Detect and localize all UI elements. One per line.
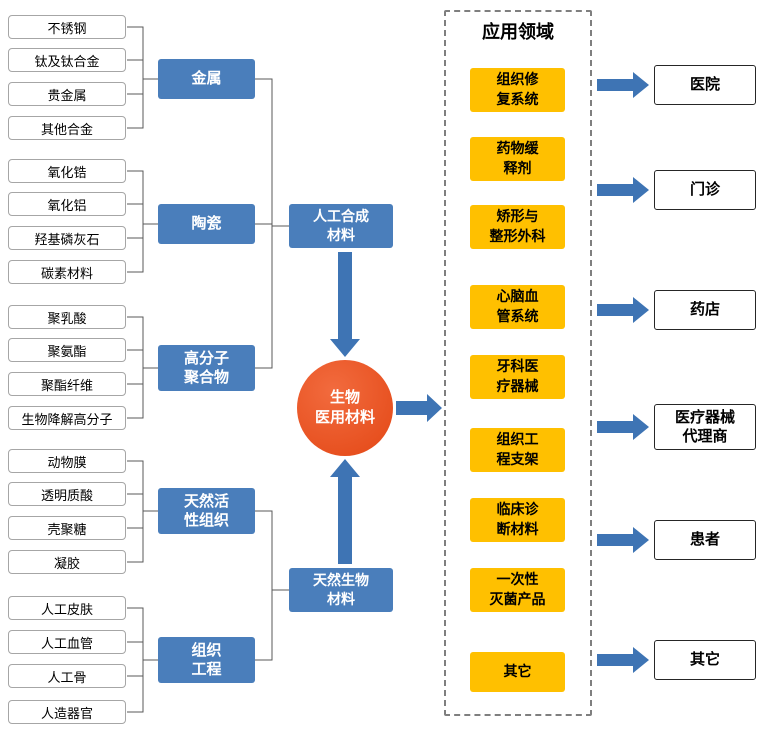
material-item: 其他合金: [8, 116, 126, 140]
application-item: 心脑血 管系统: [470, 285, 565, 329]
application-item: 牙科医 疗器械: [470, 355, 565, 399]
connector-metal-group: [127, 26, 158, 129]
connector-natural-tissue-group: [127, 460, 158, 563]
connector-to-synthetic-node: [255, 78, 289, 369]
arrow-down-synthetic-to-center-icon: [330, 252, 360, 357]
destination-hospital: 医院: [654, 65, 756, 105]
arrow-to-pharmacy-icon: [597, 297, 649, 323]
category-ceramic: 陶瓷: [158, 204, 255, 244]
category-polymer: 高分子 聚合物: [158, 345, 255, 391]
category-metal: 金属: [158, 59, 255, 99]
connector-to-natural-node: [255, 510, 289, 661]
material-item: 氧化锆: [8, 159, 126, 183]
material-item: 聚乳酸: [8, 305, 126, 329]
material-item: 人工皮肤: [8, 596, 126, 620]
connector-tissue-engineering-group: [127, 607, 158, 713]
destination-patient: 患者: [654, 520, 756, 560]
node-biomedical-materials: 生物 医用材料: [297, 360, 393, 456]
material-item: 壳聚糖: [8, 516, 126, 540]
material-item: 不锈钢: [8, 15, 126, 39]
connector-ceramic-group: [127, 170, 158, 273]
material-item: 人造器官: [8, 700, 126, 724]
arrow-to-other-icon: [597, 647, 649, 673]
material-item: 生物降解高分子: [8, 406, 126, 430]
application-item: 其它: [470, 652, 565, 692]
category-tissue-engineering: 组织 工程: [158, 637, 255, 683]
arrow-to-patient-icon: [597, 527, 649, 553]
arrow-to-hospital-icon: [597, 72, 649, 98]
destination-clinic: 门诊: [654, 170, 756, 210]
category-natural-tissue: 天然活 性组织: [158, 488, 255, 534]
application-item: 矫形与 整形外科: [470, 205, 565, 249]
material-item: 钛及钛合金: [8, 48, 126, 72]
application-item: 组织工 程支架: [470, 428, 565, 472]
application-item: 组织修 复系统: [470, 68, 565, 112]
arrow-to-agent-icon: [597, 414, 649, 440]
application-item: 临床诊 断材料: [470, 498, 565, 542]
application-item: 一次性 灭菌产品: [470, 568, 565, 612]
destination-pharmacy: 药店: [654, 290, 756, 330]
application-item: 药物缓 释剂: [470, 137, 565, 181]
material-item: 凝胶: [8, 550, 126, 574]
destination-other: 其它: [654, 640, 756, 680]
destination-device-agent: 医疗器械 代理商: [654, 404, 756, 450]
material-item: 动物膜: [8, 449, 126, 473]
connector-polymer-group: [127, 316, 158, 419]
material-item: 贵金属: [8, 82, 126, 106]
application-panel-title: 应用领域: [482, 22, 554, 42]
arrow-center-to-applications-icon: [396, 394, 442, 422]
node-natural-biomaterials: 天然生物 材料: [289, 568, 393, 612]
material-item: 聚酯纤维: [8, 372, 126, 396]
arrow-to-clinic-icon: [597, 177, 649, 203]
material-item: 氧化铝: [8, 192, 126, 216]
material-item: 碳素材料: [8, 260, 126, 284]
material-item: 人工血管: [8, 630, 126, 654]
material-item: 透明质酸: [8, 482, 126, 506]
material-item: 聚氨酯: [8, 338, 126, 362]
material-item: 羟基磷灰石: [8, 226, 126, 250]
arrow-up-natural-to-center-icon: [330, 459, 360, 564]
node-synthetic-materials: 人工合成 材料: [289, 204, 393, 248]
material-item: 人工骨: [8, 664, 126, 688]
